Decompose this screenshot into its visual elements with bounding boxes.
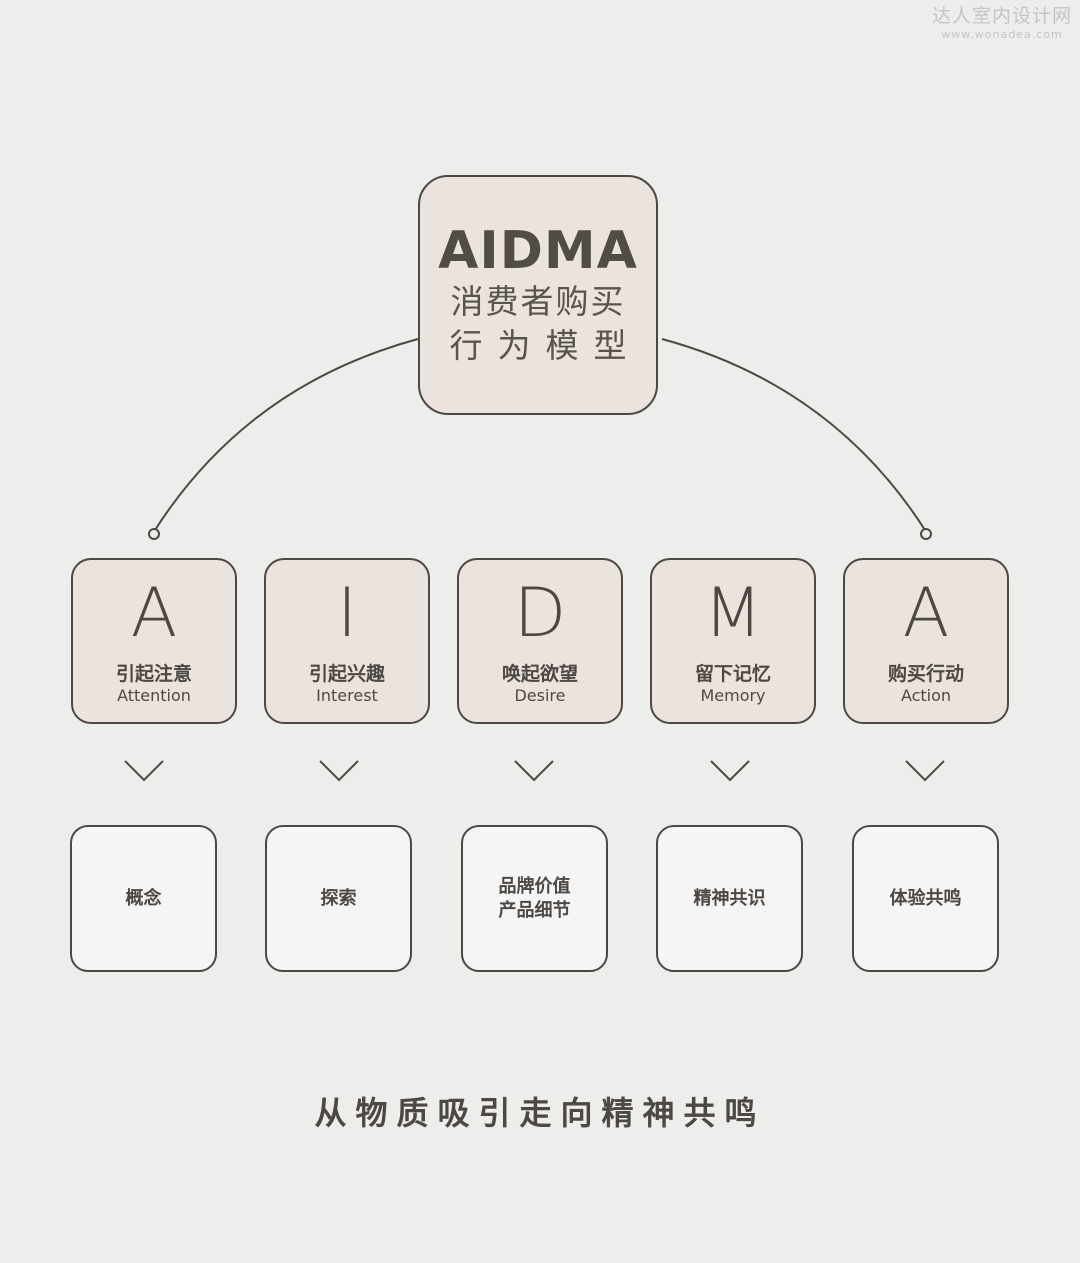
result-box-spiritual-consensus: 精神共识 [656, 825, 803, 972]
stage-cn-label: 引起注意 [115, 663, 192, 685]
chevron-down-icon [124, 760, 164, 782]
stage-en-label: Desire [514, 686, 566, 705]
stage-desire: D 唤起欲望 Desire [457, 558, 623, 724]
arc-left [154, 338, 419, 531]
result-box-brand-value: 品牌价值 产品细节 [461, 825, 608, 972]
stage-action: A 购买行动 Action [843, 558, 1009, 724]
result-label: 精神共识 [693, 887, 766, 909]
result-label: 品牌价值 产品细节 [498, 875, 571, 921]
result-box-concept: 概念 [70, 825, 217, 972]
stage-attention: A 引起注意 Attention [71, 558, 237, 724]
model-subtitle-line2: 行为模型 [449, 326, 642, 365]
aidma-model-box: AIDMA 消费者购买 行为模型 [418, 175, 658, 415]
stage-letter: A [902, 574, 950, 653]
stage-interest: I 引起兴趣 Interest [264, 558, 430, 724]
watermark: 达人室内设计网 www.wonadea.com [932, 4, 1072, 42]
result-box-explore: 探索 [265, 825, 412, 972]
stage-en-label: Attention [117, 686, 191, 705]
result-label: 体验共鸣 [889, 887, 962, 909]
stage-cn-label: 唤起欲望 [501, 663, 578, 685]
stage-letter: I [336, 574, 358, 653]
arc-right-endpoint [920, 528, 932, 540]
chevron-down-icon [514, 760, 554, 782]
tagline: 从物质吸引走向精神共鸣 [314, 1094, 766, 1132]
stage-cn-label: 购买行动 [887, 663, 964, 685]
result-box-experience-resonance: 体验共鸣 [852, 825, 999, 972]
stage-en-label: Interest [316, 686, 378, 705]
stage-en-label: Action [900, 686, 952, 705]
stage-cn-label: 引起兴趣 [308, 663, 385, 685]
watermark-name: 达人室内设计网 [931, 5, 1072, 27]
stage-letter: D [513, 574, 567, 653]
chevron-down-icon [319, 760, 359, 782]
watermark-url: www.wonadea.com [941, 28, 1063, 41]
stage-letter: M [703, 574, 763, 653]
arc-left-endpoint [148, 528, 160, 540]
model-subtitle-line1: 消费者购买 [450, 282, 626, 321]
chevron-down-icon [905, 760, 945, 782]
stage-en-label: Memory [700, 686, 766, 705]
result-label: 概念 [125, 887, 162, 909]
model-title: AIDMA [438, 221, 638, 281]
result-label: 探索 [320, 887, 357, 909]
arc-right [661, 338, 926, 531]
stage-memory: M 留下记忆 Memory [650, 558, 816, 724]
stage-letter: A [130, 574, 178, 653]
stage-cn-label: 留下记忆 [694, 663, 771, 685]
chevron-down-icon [710, 760, 750, 782]
